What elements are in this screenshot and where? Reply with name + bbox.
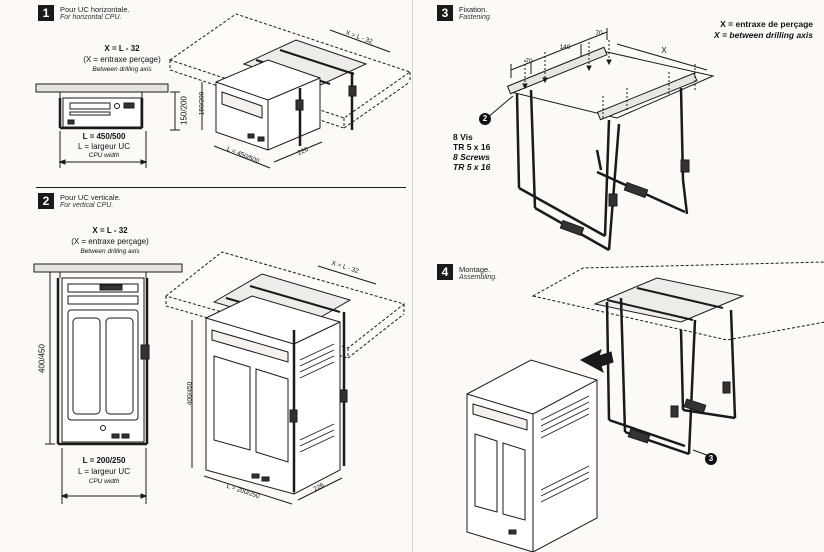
step-1-iso-height: 150/200 (198, 91, 206, 116)
left-illustrations (33, 13, 412, 505)
step-2-length-def-en: CPU width (88, 478, 120, 485)
step-2-length-def: L = largeur UC (78, 467, 130, 476)
step-1-formula: X = L - 32 (104, 44, 140, 53)
desk-shelf-1 (35, 83, 169, 93)
step-2-iso-height: 400/450 (186, 381, 194, 406)
step-1-length-def-en: CPU width (88, 152, 120, 159)
callout-3: 3 (705, 453, 717, 465)
step-3-title-en: Fastening. (459, 14, 492, 21)
step-3-title-fr: Fixation. (459, 5, 488, 14)
screws-en-1: 8 Screws (453, 152, 490, 162)
step-1-length-def: L = largeur UC (78, 142, 130, 151)
step-1-number: 1 (38, 5, 54, 21)
step-1-formula-def: (X = entraxe perçage) (83, 55, 161, 64)
step-2-length-label: L = 200/250 (82, 456, 126, 465)
screws-fr-1: 8 Vis (453, 132, 473, 142)
step-4-title-fr: Montage. (459, 265, 491, 274)
step-2-formula: X = L - 32 (92, 226, 128, 235)
screws-en-2: TR 5 x 16 (453, 162, 491, 172)
step-1-length-label: L = 450/500 (82, 132, 126, 141)
right-page: 3 Fixation. Fastening. X = entraxe de pe… (412, 0, 824, 552)
fastening-axis-fr: X = entraxe de perçage (720, 19, 813, 29)
step-2-title-fr: Pour UC verticale. (60, 193, 121, 202)
dim-140: 140 (559, 44, 571, 51)
desk-shelf-2 (33, 263, 183, 273)
right-illustrations (466, 28, 824, 552)
step-1-title-en: For horizontal CPU. (60, 14, 122, 21)
step-1-title-fr: Pour UC horizontale. (60, 5, 130, 14)
step-1-formula-def-en: Between drilling axis (92, 66, 152, 73)
dim-x: X (661, 46, 667, 55)
fastening-axis-en: X = between drilling axis (714, 30, 813, 40)
step-1-height-label: 150/200 (179, 96, 189, 125)
screws-note: 8 Vis TR 5 x 16 8 Screws TR 5 x 16 (453, 132, 490, 172)
step-2-height-label: 400/450 (37, 344, 47, 373)
screws-fr-2: TR 5 x 16 (453, 142, 491, 152)
section-divider (36, 187, 406, 188)
dim-70-right: 70 (595, 30, 603, 37)
left-page: 1 Pour UC horizontale. For horizontal CP… (33, 5, 412, 505)
step-2-formula-def: (X = entraxe perçage) (71, 237, 149, 246)
step-4-title-en: Assembling. (459, 274, 498, 281)
step-2-number: 2 (38, 193, 54, 209)
step-3-number: 3 (437, 5, 453, 21)
step-2-formula-def-en: Between drilling axis (80, 248, 140, 255)
dim-70-left: 70 (525, 58, 533, 65)
vertical-cpu-front (61, 277, 145, 443)
step-2-title-en: For vertical CPU. (60, 202, 114, 209)
callout-2: 2 (479, 113, 491, 125)
step-4-number: 4 (437, 264, 453, 280)
rail-front (506, 46, 608, 95)
